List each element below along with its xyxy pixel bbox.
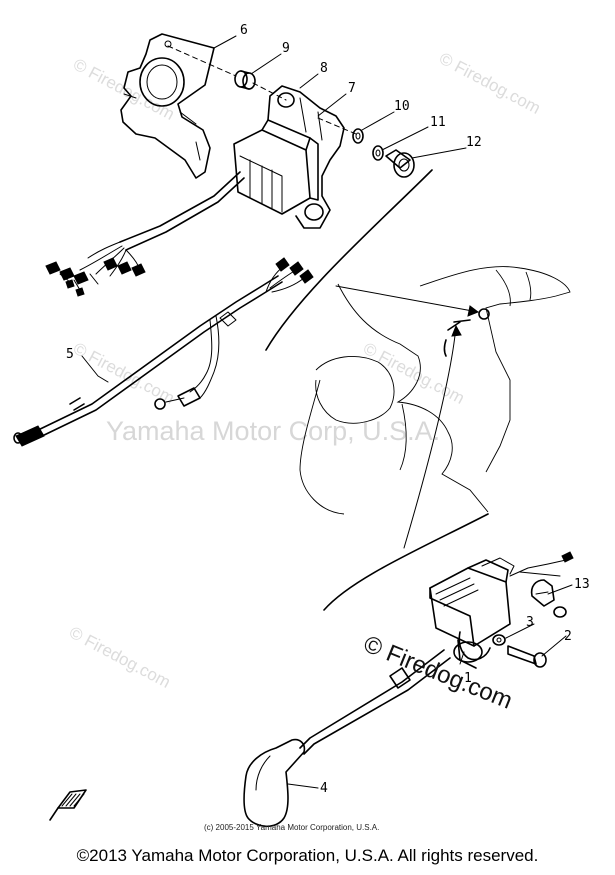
firedog-watermark: © Firedog.com: [66, 623, 174, 692]
part-6-bracket: [120, 33, 215, 179]
callout-9: 9: [282, 41, 290, 56]
part-2-bolt: [507, 606, 567, 668]
callout-2: 2: [564, 629, 572, 644]
callout-3: 3: [526, 615, 534, 630]
callout-12: 12: [466, 135, 482, 150]
callout-5: 5: [66, 347, 74, 362]
leader-lines: [81, 35, 573, 789]
part-12-bolt: [385, 149, 415, 178]
callout-6: 6: [240, 23, 248, 38]
callout-7: 7: [348, 81, 356, 96]
part-7-cdi-unit: [233, 85, 345, 229]
part-13-clip: [530, 579, 555, 607]
small-credit-line: (c) 2005-2015 Yamaha Motor Corporation, …: [204, 823, 379, 832]
part-4-plug-cap: [243, 649, 451, 828]
yamaha-watermark: Yamaha Motor Corp, U.S.A.: [106, 416, 440, 446]
callout-1: 1: [464, 671, 472, 686]
firedog-watermark: © Firedog.com: [70, 339, 178, 408]
callout-4: 4: [320, 781, 328, 796]
callout-11: 11: [430, 115, 446, 130]
copyright-footer: ©2013 Yamaha Motor Corporation, U.S.A. A…: [76, 846, 539, 865]
part-9-spacer: [234, 70, 256, 90]
part-5-wire-harness: [13, 257, 314, 447]
motorcycle-outline: [299, 266, 571, 549]
yamaha-logo-mark: [49, 789, 87, 821]
part-3-washer: [492, 634, 506, 646]
divider-line-upper: [265, 169, 433, 351]
firedog-watermark: © Firedog.com: [436, 49, 544, 118]
callout-10: 10: [394, 99, 410, 114]
firedog-watermark-dark: © Firedog.com: [360, 631, 516, 715]
callout-8: 8: [320, 61, 328, 76]
callout-numbers: 6 9 8 7 10 11 12 5 13 3 2 1 4: [66, 23, 590, 796]
part-11-washer: [372, 145, 384, 161]
part-1-ignition-coil: [429, 551, 574, 669]
divider-line-lower: [323, 513, 489, 611]
cdi-lead-wires: [45, 171, 245, 297]
part-10-washer: [352, 128, 364, 144]
firedog-watermark: © Firedog.com: [360, 339, 468, 408]
callout-13: 13: [574, 577, 590, 592]
